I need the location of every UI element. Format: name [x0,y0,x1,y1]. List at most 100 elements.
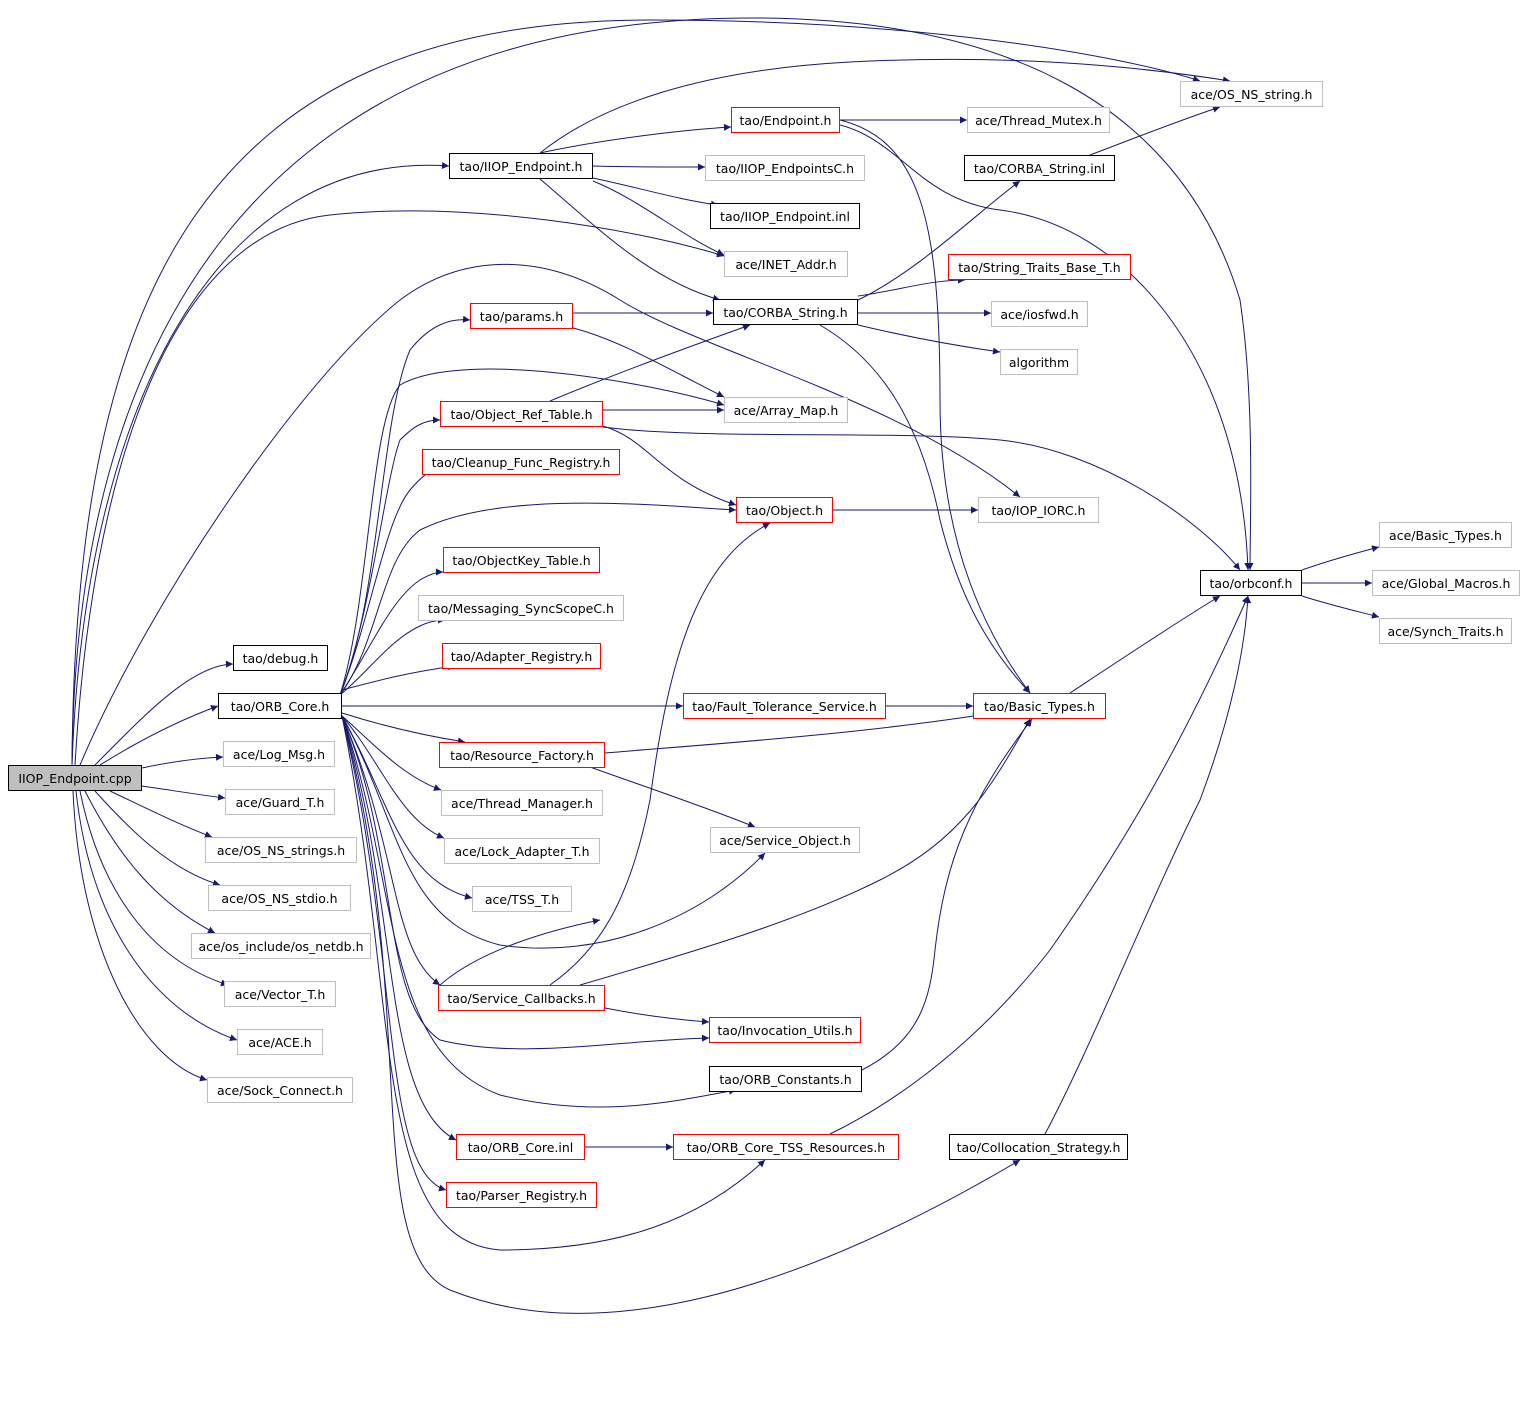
edge-iiop-corba_string_h [539,178,721,302]
edge-orb-object_ref_table [339,416,441,696]
edge-root-orbconf [71,17,1254,766]
edge-root-inet_addr [74,210,725,766]
edge-orbconst-basic_types [861,718,1033,1071]
node-fault-tolerance-service[interactable]: tao/Fault_Tolerance_Service.h [683,693,886,719]
node-guard-t[interactable]: ace/Guard_T.h [225,789,335,815]
node-os-ns-strings[interactable]: ace/OS_NS_strings.h [205,837,357,863]
edge-corba-algorithm [857,324,1001,355]
edge-ort-corba_string_h [549,324,751,402]
edge-orb-orb_constants [341,715,737,1108]
edge-orb-messaging [339,616,446,696]
node-adapter-registry[interactable]: tao/Adapter_Registry.h [442,643,601,669]
node-iosfwd[interactable]: ace/iosfwd.h [991,301,1088,327]
edge-orb-resource_factory [341,712,466,745]
edge-orb-cleanup [339,465,441,696]
node-tss-t[interactable]: ace/TSS_T.h [472,886,572,912]
edge-orb-parser_registry [341,715,447,1192]
node-orb-core-tss-resources[interactable]: tao/ORB_Core_TSS_Resources.h [673,1134,899,1160]
edge-basic_types-orbconf [1069,595,1221,694]
node-orb-constants[interactable]: tao/ORB_Constants.h [709,1066,862,1092]
node-os-ns-stdio[interactable]: ace/OS_NS_stdio.h [208,885,351,911]
node-iiop-endpoint-cpp[interactable]: IIOP_Endpoint.cpp [8,765,142,791]
edge-params-array_map [572,327,725,398]
edge-root-guard_t [141,785,226,801]
node-os-ns-string[interactable]: ace/OS_NS_string.h [1180,81,1323,107]
node-messaging-syncscopec[interactable]: tao/Messaging_SyncScopeC.h [418,595,624,621]
edge-corba-corba_string_inl [857,180,1021,301]
node-iop-iorc[interactable]: tao/IOP_IORC.h [978,497,1099,523]
node-global-macros[interactable]: ace/Global_Macros.h [1372,570,1520,596]
node-inet-addr[interactable]: ace/INET_Addr.h [724,251,848,277]
node-iiop-endpoint-h[interactable]: tao/IIOP_Endpoint.h [449,153,593,179]
node-parser-registry[interactable]: tao/Parser_Registry.h [446,1182,597,1208]
edge-colloc-orbconf [1044,595,1252,1135]
edge-root-debug_h [94,660,234,766]
edge-ort-orbconf [602,426,1241,571]
edge-orb-lock_adapter [341,715,445,839]
edge-orb-collocation [341,715,1021,1314]
edge-root-orb_core_h [99,705,219,766]
edge-orbconf-ace_basic [1301,545,1380,571]
edge-corba-basic_types [819,324,1031,694]
node-orbconf[interactable]: tao/orbconf.h [1200,570,1302,596]
edge-root-sock_connect [72,790,208,1082]
node-corba-string-inl[interactable]: tao/CORBA_String.inl [964,155,1115,181]
edge-orb-adapter [341,663,456,691]
edge-rf-service_object [589,766,756,828]
node-object-ref-table[interactable]: tao/Object_Ref_Table.h [440,401,603,427]
edge-orb-service_object [341,715,766,949]
edge-sc-invocation_utils [604,1007,710,1026]
edge-orb-params [339,315,471,696]
edge-sc-service_object [439,917,601,986]
node-orb-core-inl[interactable]: tao/ORB_Core.inl [456,1134,585,1160]
edge-orb-invocation_utils [341,715,710,1050]
node-endpoint-h[interactable]: tao/Endpoint.h [731,107,840,133]
node-corba-string-h[interactable]: tao/CORBA_String.h [713,299,858,325]
edge-root-ace_h [75,790,238,1042]
node-debug-h[interactable]: tao/debug.h [233,645,328,671]
node-array-map[interactable]: ace/Array_Map.h [724,397,848,423]
node-vector-t[interactable]: ace/Vector_T.h [224,981,336,1007]
node-synch-traits[interactable]: ace/Synch_Traits.h [1379,618,1512,644]
edge-root-os_ns_stdio [94,790,221,887]
node-lock-adapter-t[interactable]: ace/Lock_Adapter_T.h [444,838,600,864]
node-iiop-endpoint-inl[interactable]: tao/IIOP_Endpoint.inl [710,203,860,229]
node-thread-manager[interactable]: ace/Thread_Manager.h [441,790,603,816]
edge-sc-basic_types [579,718,1031,986]
edge-iiop-endpointsc [592,163,706,171]
edge-orb-thread_manager [341,715,442,791]
node-invocation-utils[interactable]: tao/Invocation_Utils.h [709,1017,861,1043]
edge-iiop-endpoint_inl [592,177,719,208]
edge-orb-orb_core_inl [341,715,457,1141]
edge-tss-orbconf [829,595,1249,1135]
edge-orb-service_callbacks [341,715,441,986]
node-os-netdb[interactable]: ace/os_include/os_netdb.h [191,933,371,959]
node-tao-basic-types[interactable]: tao/Basic_Types.h [973,693,1106,719]
node-ace-h[interactable]: ace/ACE.h [237,1029,323,1055]
node-orb-core-h[interactable]: tao/ORB_Core.h [218,693,342,719]
node-string-traits-base[interactable]: tao/String_Traits_Base_T.h [948,254,1131,280]
node-sock-connect[interactable]: ace/Sock_Connect.h [207,1077,353,1103]
node-service-object[interactable]: ace/Service_Object.h [710,827,860,853]
node-service-callbacks[interactable]: tao/Service_Callbacks.h [438,985,605,1011]
node-thread-mutex[interactable]: ace/Thread_Mutex.h [967,107,1110,133]
edge-orbconf-synch [1301,595,1380,619]
node-cleanup-func-registry[interactable]: tao/Cleanup_Func_Registry.h [422,449,620,475]
node-iiop-endpointsc[interactable]: tao/IIOP_EndpointsC.h [705,155,865,181]
edge-root-log_msg [141,753,224,769]
edge-endpoint-basic_types [839,119,1031,694]
edge-orb-orb_core_tss [341,715,766,1251]
node-params[interactable]: tao/params.h [470,303,573,329]
node-objectkey-table[interactable]: tao/ObjectKey_Table.h [443,547,600,573]
edge-root-vector_t [79,790,229,987]
node-algorithm[interactable]: algorithm [1000,349,1078,375]
node-object-h[interactable]: tao/Object.h [736,497,833,523]
node-log-msg[interactable]: ace/Log_Msg.h [223,741,335,767]
edge-orb-array_map [339,368,725,696]
node-collocation-strategy[interactable]: tao/Collocation_Strategy.h [949,1134,1128,1160]
node-resource-factory[interactable]: tao/Resource_Factory.h [439,742,605,768]
node-ace-basic-types[interactable]: ace/Basic_Types.h [1379,522,1512,548]
edge-root-os_ns_string [71,19,1201,766]
edge-corba_string_inl-os_ns [1089,105,1221,156]
